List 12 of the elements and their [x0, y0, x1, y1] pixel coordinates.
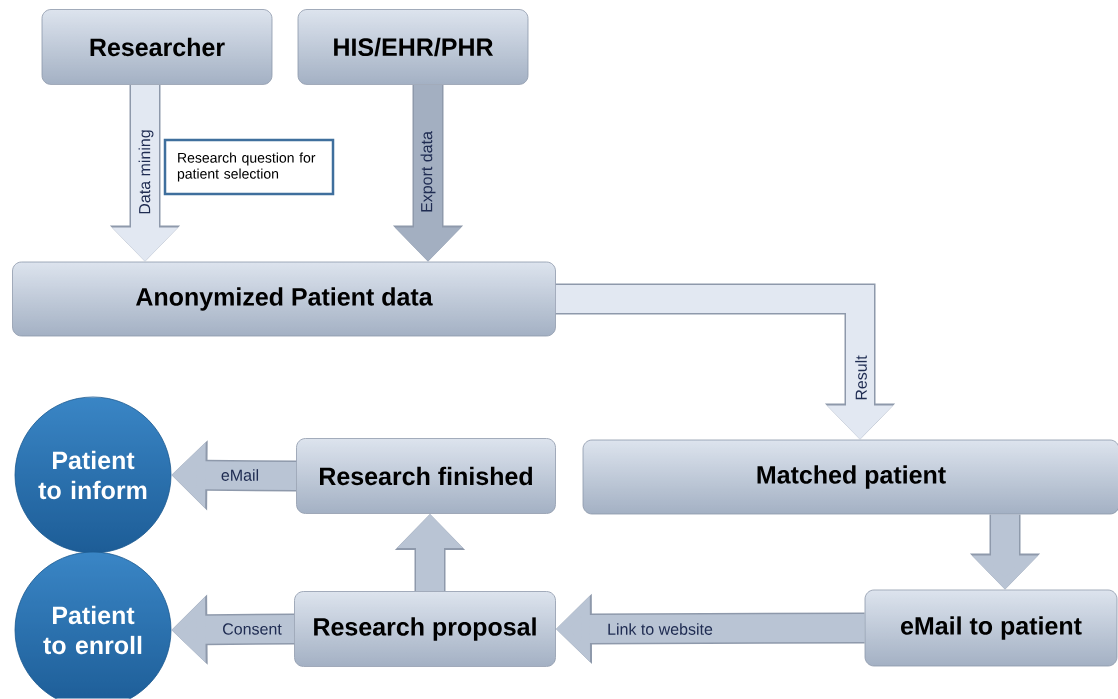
process-box: Research proposal	[294, 591, 556, 667]
edge-label: eMail	[219, 468, 261, 482]
edge-label: Result	[854, 354, 868, 402]
process-box: Anonymized Patient data	[12, 261, 556, 337]
process-box: HIS/EHR/PHR	[297, 9, 529, 85]
process-box: Research finished	[296, 438, 556, 514]
process-box: eMail to patient	[864, 589, 1118, 667]
process-box: Matched patient	[582, 439, 1118, 515]
note-box: Research question for patient selection	[163, 138, 335, 196]
edge-label: Link to website	[606, 622, 714, 636]
process-box: Researcher	[41, 9, 273, 85]
edge-label: Consent	[221, 622, 283, 636]
